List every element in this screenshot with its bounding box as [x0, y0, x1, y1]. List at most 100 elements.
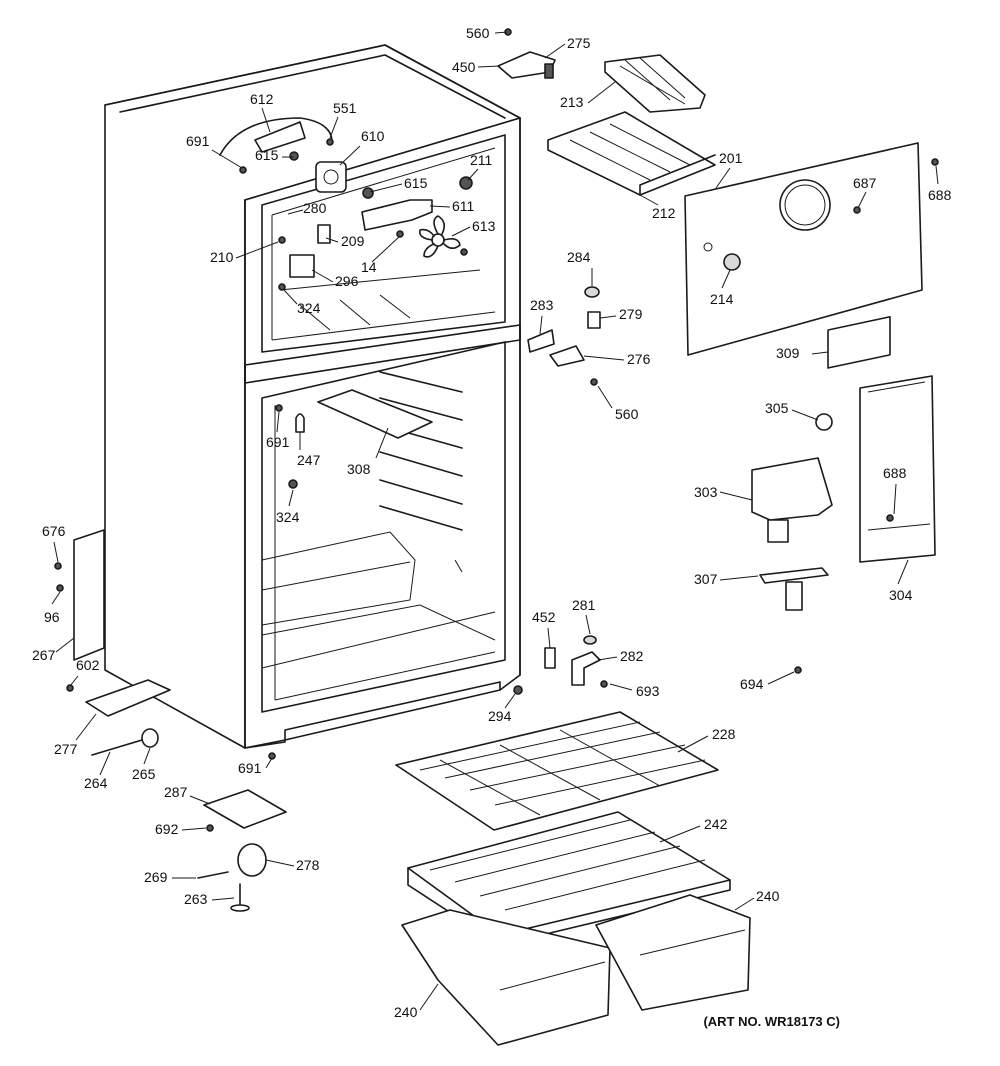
callout-leader-613	[451, 226, 471, 237]
callout-label-688: 688	[883, 465, 907, 481]
callout-label-276: 276	[627, 351, 651, 367]
damper-part	[751, 457, 833, 543]
callout-leader-304	[897, 559, 909, 585]
callout-leader-309	[811, 351, 829, 355]
callout-leader-281	[585, 614, 591, 635]
callout-label-96: 96	[44, 609, 60, 625]
callout-label-611: 611	[452, 198, 475, 214]
refrigerator-cabinet	[104, 44, 521, 749]
part-247	[295, 413, 305, 433]
callout-leader-307	[719, 575, 759, 581]
callout-label-265: 265	[132, 766, 156, 782]
callout-leader-214	[721, 269, 731, 289]
callout-leader-560	[597, 385, 613, 409]
callout-label-267: 267	[32, 647, 56, 663]
callout-leader-287	[189, 795, 211, 805]
grille-part	[85, 679, 171, 717]
callout-label-281: 281	[572, 597, 596, 613]
callout-label-551: 551	[333, 100, 357, 116]
callout-label-560: 560	[466, 25, 490, 41]
callout-leader-296	[311, 269, 334, 283]
damper-control-part	[759, 567, 829, 611]
callout-label-275: 275	[567, 35, 591, 51]
callout-leader-688	[935, 165, 939, 185]
callout-label-324: 324	[297, 300, 321, 316]
callout-label-307: 307	[694, 571, 718, 587]
plate-287-part	[203, 789, 287, 829]
callout-label-214: 214	[710, 291, 734, 307]
callout-leader-324	[283, 289, 298, 305]
thermostat-part	[315, 161, 347, 193]
callout-leader-692	[181, 827, 207, 831]
callout-leader-264	[99, 751, 111, 776]
wire-shelf-part	[395, 711, 719, 831]
callout-leader-612	[261, 107, 271, 133]
crisper-drawer-right-part	[595, 894, 751, 1011]
roller-part	[141, 728, 159, 748]
callout-leader-691	[265, 757, 273, 769]
callout-leader-265	[143, 747, 151, 765]
callout-leader-278	[265, 859, 295, 867]
callout-leader-210	[235, 241, 279, 259]
callout-leader-308	[375, 427, 389, 459]
callout-leader-691	[211, 149, 243, 169]
callout-label-612: 612	[250, 91, 274, 107]
callout-label-687: 687	[853, 175, 877, 191]
callout-label-247: 247	[297, 452, 321, 468]
harness-part	[219, 117, 333, 156]
callout-label-14: 14	[361, 259, 377, 275]
callout-label-324: 324	[276, 509, 300, 525]
callout-label-242: 242	[704, 816, 728, 832]
callout-leader-602	[69, 675, 79, 687]
side-panel-part	[73, 529, 105, 661]
ice-shelf-part	[547, 111, 716, 196]
callout-label-309: 309	[776, 345, 800, 361]
pin-part	[197, 871, 229, 879]
control-housing-part	[859, 375, 936, 563]
callout-label-263: 263	[184, 891, 208, 907]
callout-label-615: 615	[404, 175, 428, 191]
callout-label-264: 264	[84, 775, 108, 791]
callout-label-693: 693	[636, 683, 660, 699]
callout-leader-242	[659, 825, 701, 843]
callout-leader-676	[53, 541, 59, 563]
callout-label-278: 278	[296, 857, 320, 873]
crisper-cover-part	[407, 811, 731, 946]
callout-leader-688	[893, 483, 897, 515]
callout-label-210: 210	[210, 249, 234, 265]
wheel-part	[237, 843, 267, 877]
callout-leader-228	[677, 735, 709, 753]
callout-leader-282	[597, 656, 618, 661]
callout-label-277: 277	[54, 741, 78, 757]
callout-label-228: 228	[712, 726, 736, 742]
fan-bracket-part	[361, 199, 433, 231]
callout-leader-209	[325, 237, 339, 243]
callout-label-694: 694	[740, 676, 764, 692]
evaporator-cover-part	[684, 142, 923, 356]
callout-leader-694	[767, 671, 795, 685]
callout-label-308: 308	[347, 461, 371, 477]
callout-label-303: 303	[694, 484, 718, 500]
callout-leader-201	[715, 167, 731, 189]
callout-label-560: 560	[615, 406, 639, 422]
callout-label-240: 240	[756, 888, 780, 904]
callout-leader-303	[719, 491, 753, 501]
box-296-part	[289, 254, 315, 278]
screws	[54, 28, 939, 832]
part-209	[317, 224, 331, 244]
crisper-drawer-left-part	[401, 909, 611, 1046]
callout-label-305: 305	[765, 400, 789, 416]
callout-leader-611	[429, 205, 451, 208]
callout-leader-240	[734, 897, 755, 911]
callout-label-450: 450	[452, 59, 476, 75]
callout-leader-240	[419, 983, 439, 1011]
callout-leader-267	[55, 637, 75, 653]
callout-label-269: 269	[144, 869, 168, 885]
callout-leader-277	[75, 713, 97, 741]
callout-label-201: 201	[719, 150, 743, 166]
callout-label-282: 282	[620, 648, 644, 664]
callout-leader-275	[544, 43, 566, 59]
callout-leader-283	[539, 315, 543, 335]
